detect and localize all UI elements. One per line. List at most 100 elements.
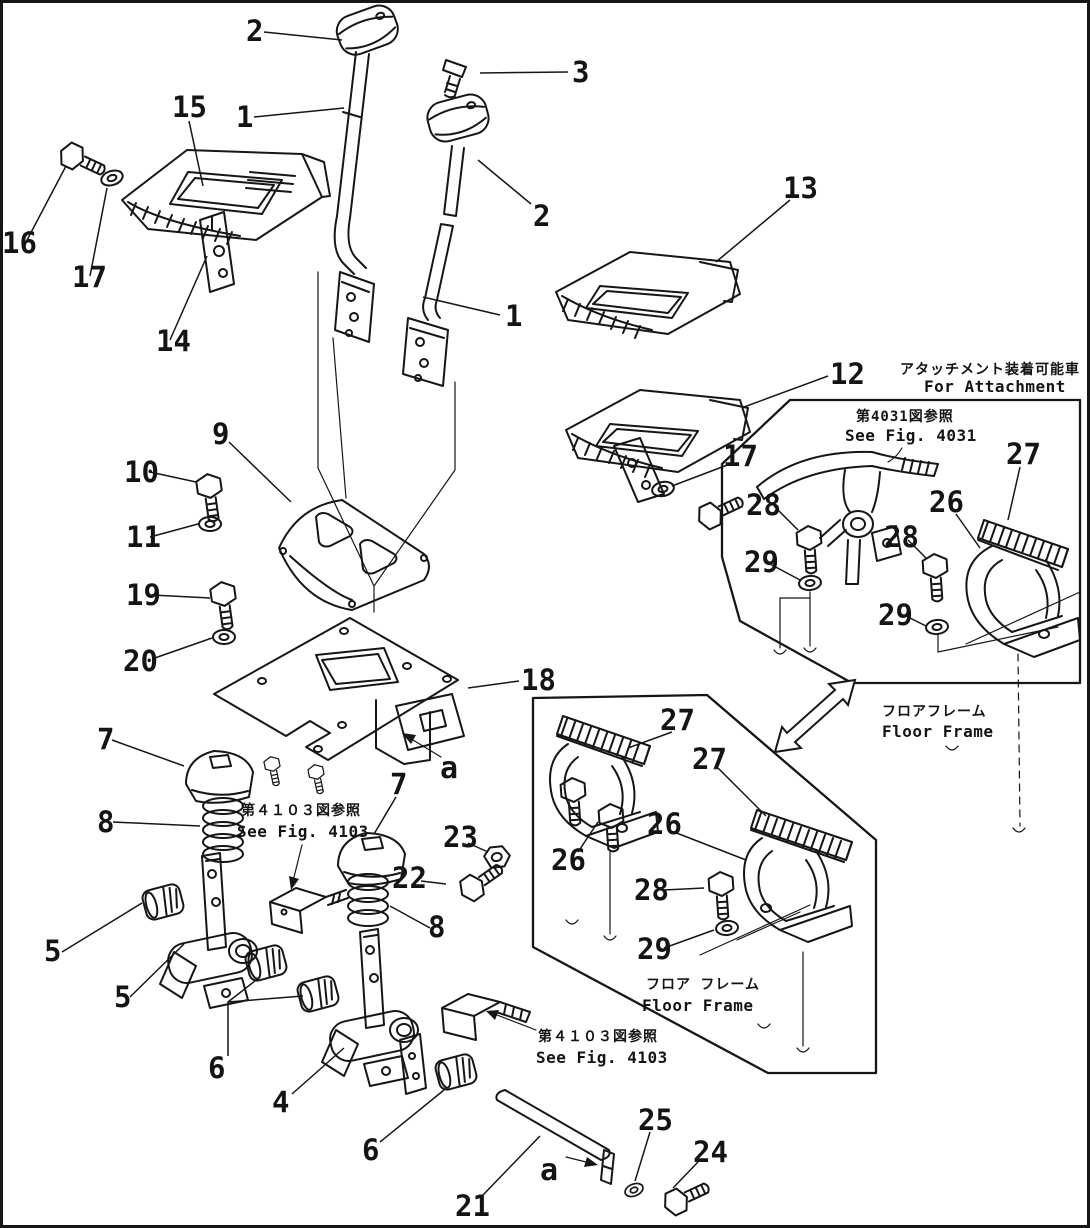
leader-7b xyxy=(373,796,397,835)
callout-6b: 6 xyxy=(362,1133,379,1167)
callout-1a: 1 xyxy=(236,100,253,134)
leader-28a xyxy=(773,505,799,531)
attachment-note-jp: アタッチメント装着可能車 xyxy=(900,361,1080,378)
callout-11: 11 xyxy=(126,520,161,554)
callout-28b: 28 xyxy=(884,520,919,554)
inset1-dashed-line xyxy=(1017,653,1021,827)
ref-a-arrow-2 xyxy=(565,1156,598,1167)
callout-15: 15 xyxy=(172,90,207,124)
floor-frame-2-jp: フロア フレーム xyxy=(646,977,760,993)
floor-frame-1-jp: フロアフレーム xyxy=(882,704,987,720)
callout-18: 18 xyxy=(521,663,556,697)
callout-29b: 29 xyxy=(878,598,913,632)
callout-labels: 2 1 15 3 2 1 16 17 14 13 12 17 9 10 11 1… xyxy=(2,14,1080,1223)
callout-7a: 7 xyxy=(97,722,114,756)
boot-7a xyxy=(185,750,254,804)
callout-9: 9 xyxy=(212,417,229,451)
callout-19: 19 xyxy=(126,578,161,612)
callout-27c: 27 xyxy=(692,742,727,776)
callout-28c: 28 xyxy=(634,873,669,907)
leader-28c xyxy=(663,887,705,891)
leader-20 xyxy=(151,637,213,660)
leader-27b xyxy=(627,731,673,749)
inset-floor-frame xyxy=(531,693,878,1075)
ref-label-a2: a xyxy=(540,1153,558,1188)
inset1-projection-lines xyxy=(779,591,1059,653)
callout-13: 13 xyxy=(783,171,818,205)
spring-8a xyxy=(202,797,244,863)
leader-17a xyxy=(89,187,108,277)
connector-a xyxy=(269,887,349,934)
callout-5b: 5 xyxy=(114,980,131,1014)
leader-5b xyxy=(129,943,185,998)
inset2-projection-2 xyxy=(736,911,804,1047)
inset-floor-frame-border xyxy=(531,693,878,1075)
leader-23 xyxy=(467,842,489,853)
callout-8b: 8 xyxy=(428,910,445,944)
leader-19 xyxy=(151,594,211,599)
inset-attachment xyxy=(720,398,1082,833)
clevis-b xyxy=(441,993,531,1041)
callout-10: 10 xyxy=(124,455,159,489)
pedal-12 xyxy=(565,389,751,503)
leader-17b xyxy=(671,463,731,487)
callout-17a: 17 xyxy=(72,260,107,294)
see-fig-4031-jp: 第4031図参照 xyxy=(856,408,954,425)
bracket-14 xyxy=(199,211,235,293)
callout-25: 25 xyxy=(638,1103,673,1137)
floor-frame-2-en: Floor Frame xyxy=(642,996,753,1015)
leader-29a xyxy=(769,563,801,581)
callout-29a: 29 xyxy=(744,545,779,579)
exchange-arrow xyxy=(773,678,857,754)
see-fig-4031-en: See Fig. 4031 xyxy=(845,426,977,445)
callout-20: 20 xyxy=(123,644,158,678)
boot-7b xyxy=(337,832,406,886)
fig4103-arrow-b xyxy=(486,1010,537,1031)
callout-1b: 1 xyxy=(505,299,522,333)
leader-15 xyxy=(188,120,204,187)
leader-14 xyxy=(169,255,208,341)
leader-8b xyxy=(389,905,431,929)
rocker-arm xyxy=(756,447,939,585)
leader-26a xyxy=(955,513,981,549)
leader-27a xyxy=(1007,466,1021,521)
leader-28b xyxy=(907,539,927,559)
pedal-13 xyxy=(555,251,741,339)
callout-24: 24 xyxy=(693,1135,728,1169)
leader-11 xyxy=(149,523,199,538)
callout-29c: 29 xyxy=(637,932,672,966)
pedal-26a-27a xyxy=(965,519,1081,658)
lever-mount-left xyxy=(334,271,375,343)
callout-14: 14 xyxy=(156,324,191,358)
callout-21: 21 xyxy=(455,1189,490,1223)
leader-2a xyxy=(263,31,343,41)
lever-mount-right xyxy=(402,317,449,387)
callout-7b: 7 xyxy=(390,767,407,801)
leader-lines xyxy=(25,31,1021,1197)
leader-29b xyxy=(905,615,927,627)
leader-6a xyxy=(227,976,304,1056)
attachment-note-en: For Attachment xyxy=(924,377,1066,396)
callout-8a: 8 xyxy=(97,805,114,839)
see-fig-4103-a-en: See Fig. 4103 xyxy=(237,822,369,841)
leader-27c xyxy=(717,767,767,817)
leader-13 xyxy=(715,199,791,263)
leader-10 xyxy=(149,471,197,483)
lever-sub-a xyxy=(159,852,258,1009)
see-fig-4103-b-en: See Fig. 4103 xyxy=(536,1048,668,1067)
leader-25 xyxy=(634,1131,651,1182)
callout-26a: 26 xyxy=(929,485,964,519)
ref-a-arrow-1 xyxy=(402,733,442,758)
callout-27b: 27 xyxy=(660,703,695,737)
ref-label-a1: a xyxy=(440,751,458,786)
rod-21 xyxy=(495,1089,615,1185)
callout-27a: 27 xyxy=(1006,437,1041,471)
callout-22: 22 xyxy=(392,861,427,895)
callout-28a: 28 xyxy=(746,488,781,522)
floor-frame-1-en: Floor Frame xyxy=(882,722,993,741)
lever-knob-right xyxy=(426,93,490,143)
leader-6b xyxy=(379,1089,445,1143)
callout-26c: 26 xyxy=(647,807,682,841)
